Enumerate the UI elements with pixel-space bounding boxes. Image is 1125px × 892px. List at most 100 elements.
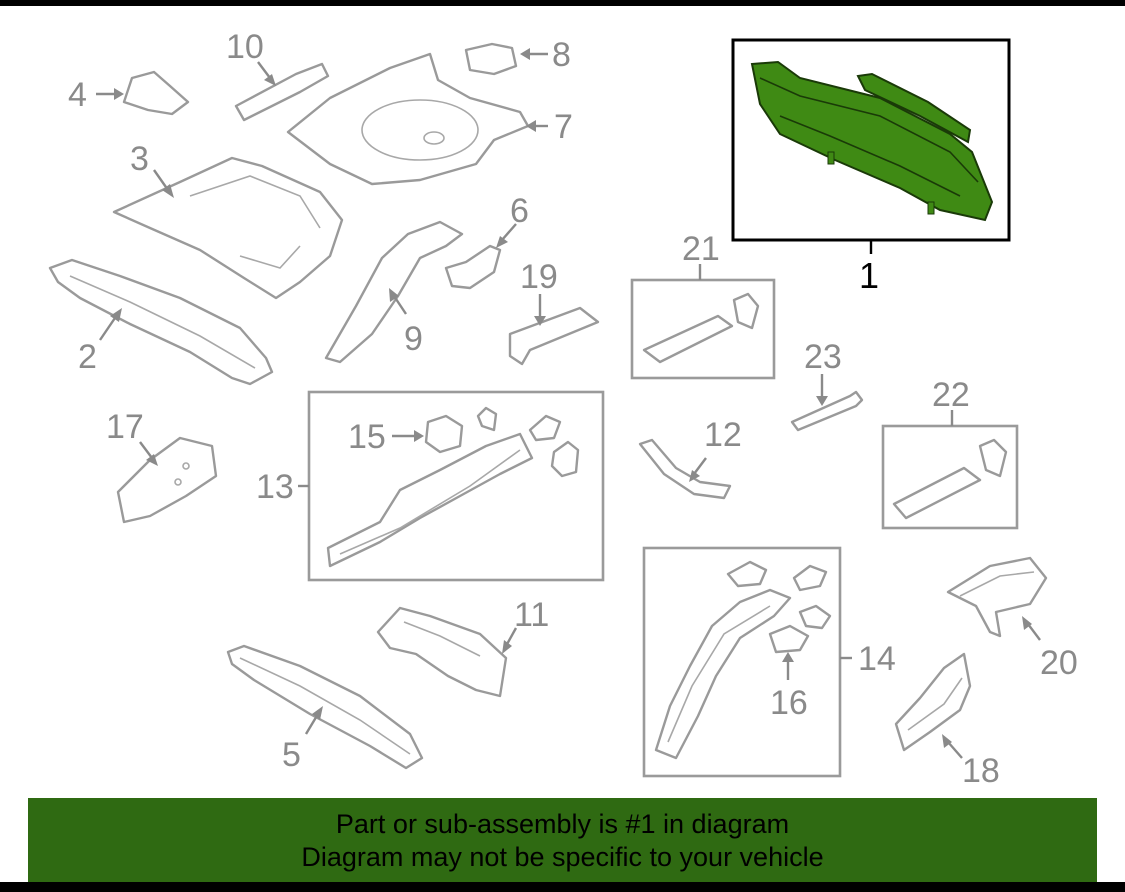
part-22-bracket	[978, 438, 1008, 478]
label-6[interactable]: 6	[510, 192, 529, 230]
part-6-group[interactable]: 6	[444, 192, 529, 290]
label-16[interactable]: 16	[770, 684, 808, 722]
part-17-hole-a	[182, 462, 190, 470]
part-13-detail	[339, 449, 521, 555]
label-10[interactable]: 10	[226, 28, 264, 66]
part-2-arrowhead	[110, 308, 122, 322]
label-12[interactable]: 12	[704, 416, 742, 454]
part-4-group[interactable]: 4	[68, 70, 190, 116]
part-13-side-member[interactable]	[326, 432, 534, 568]
part-20-arrowhead	[1022, 616, 1032, 630]
part-11-group[interactable]: 11	[376, 596, 549, 698]
part-22-reinforcement[interactable]	[892, 466, 982, 520]
part-17-group[interactable]: 17	[106, 408, 218, 524]
part-2-arrow	[99, 314, 118, 341]
part-1-group[interactable]: 1	[731, 38, 1011, 296]
part-17-arrowhead	[146, 454, 158, 466]
part-14-side-member[interactable]	[654, 588, 792, 760]
label-4[interactable]: 4	[68, 76, 87, 114]
part-12-arrowhead	[689, 470, 700, 482]
part-9-group[interactable]: 9	[324, 220, 464, 364]
part-10-brace[interactable]	[234, 62, 330, 122]
label-23[interactable]: 23	[804, 338, 842, 376]
parts-diagram: 1 2 3 4 5 6	[48, 28, 1078, 790]
part-19-arrowhead	[534, 316, 546, 326]
label-15[interactable]: 15	[348, 418, 386, 456]
part-23-group[interactable]: 23	[790, 338, 864, 432]
part-14-group[interactable]: 16 14	[642, 546, 896, 778]
part-3-group[interactable]: 3	[112, 140, 344, 300]
label-14[interactable]: 14	[858, 640, 896, 678]
part-8-bracket[interactable]	[464, 42, 518, 76]
part-9-arrowhead	[389, 288, 399, 302]
part-21-reinforcement[interactable]	[642, 314, 734, 364]
label-8[interactable]: 8	[552, 36, 571, 74]
part-2-group[interactable]: 2	[48, 258, 274, 386]
part-5-arrowhead	[312, 706, 323, 720]
part-3-arrow	[153, 169, 169, 191]
part-10-group[interactable]: 10	[226, 28, 330, 122]
part-18-bracket[interactable]	[894, 652, 972, 752]
label-18[interactable]: 18	[962, 752, 1000, 790]
part-12-arrow	[693, 457, 707, 475]
info-banner: Part or sub-assembly is #1 in diagram Di…	[28, 798, 1097, 882]
part-13-plate	[528, 414, 562, 442]
label-3[interactable]: 3	[130, 140, 149, 178]
part-23-bolt[interactable]	[790, 390, 864, 432]
part-10-arrow	[257, 61, 271, 79]
label-7[interactable]: 7	[554, 108, 573, 146]
part-15-bracket[interactable]	[424, 414, 464, 454]
part-20-detail	[959, 571, 1035, 597]
part-18-arrow	[947, 741, 963, 759]
part-16-bracket[interactable]	[768, 624, 810, 654]
part-4-bracket[interactable]	[122, 70, 190, 116]
part-12-group[interactable]: 12	[638, 416, 742, 500]
part-13-group[interactable]: 15 13	[256, 390, 605, 582]
part-5-rail[interactable]	[226, 644, 424, 770]
part-14-detail	[667, 605, 771, 743]
parts-diagram-canvas: 1 2 3 4 5 6	[0, 6, 1125, 882]
part-19-group[interactable]: 19	[508, 258, 600, 366]
part-7-center-hole	[423, 131, 445, 145]
part-11-member[interactable]	[376, 606, 508, 698]
label-2[interactable]: 2	[78, 338, 97, 376]
part-7-spare-wheel-pan[interactable]	[286, 52, 530, 186]
part-8-group[interactable]: 8	[464, 36, 571, 76]
label-9[interactable]: 9	[404, 320, 423, 358]
part-1-bracket-b	[927, 201, 935, 215]
part-4-arrowhead	[114, 88, 124, 100]
part-6-bracket[interactable]	[444, 244, 502, 290]
part-17-bracket[interactable]	[116, 436, 218, 524]
part-16-arrowhead	[782, 652, 794, 662]
part-3-detail-2	[239, 245, 301, 269]
label-21[interactable]: 21	[682, 230, 720, 268]
label-20[interactable]: 20	[1040, 644, 1078, 682]
part-5-group[interactable]: 5	[226, 644, 424, 774]
part-22-group[interactable]: 22	[881, 376, 1019, 530]
part-5-detail	[239, 657, 411, 755]
part-21-group[interactable]: 21	[630, 230, 776, 380]
part-2-detail	[69, 275, 256, 369]
label-13[interactable]: 13	[256, 468, 294, 506]
part-12-strip[interactable]	[638, 438, 732, 500]
label-17[interactable]: 17	[106, 408, 144, 446]
part-5-arrow	[304, 713, 320, 735]
part-3-floor-panel[interactable]	[112, 156, 344, 300]
part-1-upper-rail[interactable]	[856, 72, 972, 144]
part-23-arrowhead	[816, 396, 828, 406]
label-1[interactable]: 1	[859, 255, 879, 296]
part-20-panel[interactable]	[946, 556, 1048, 638]
part-18-group[interactable]: 18	[894, 652, 1000, 790]
part-14-plate-a	[726, 560, 768, 588]
part-1-bracket-a	[827, 151, 835, 165]
label-22[interactable]: 22	[932, 376, 970, 414]
part-1-rear-panel[interactable]	[750, 60, 994, 222]
part-17-hole-b	[174, 478, 182, 486]
label-5[interactable]: 5	[282, 736, 301, 774]
part-20-group[interactable]: 20	[946, 556, 1078, 682]
label-11[interactable]: 11	[514, 596, 549, 634]
part-7-group[interactable]: 7	[286, 52, 573, 186]
part-19-pad[interactable]	[508, 306, 600, 366]
label-19[interactable]: 19	[520, 258, 558, 296]
